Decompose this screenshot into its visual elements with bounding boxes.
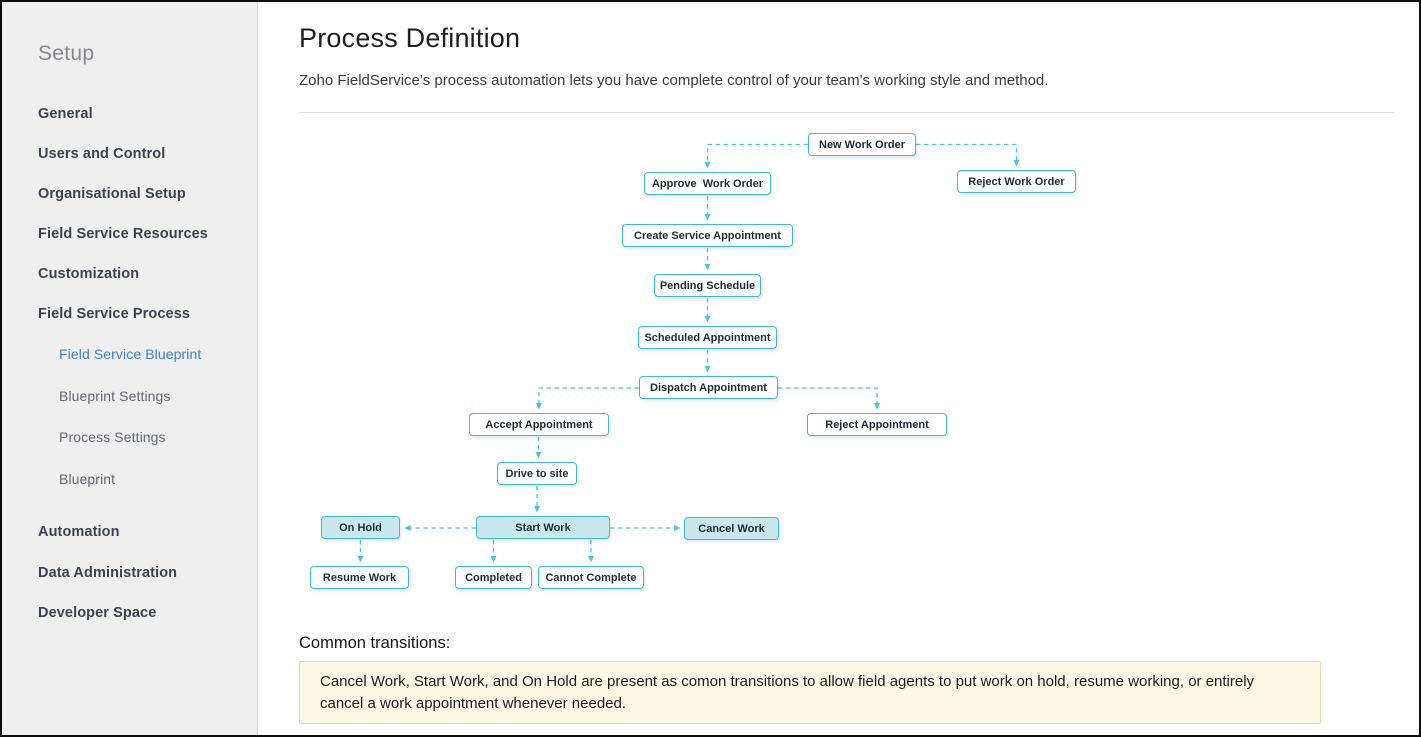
node-completed: Completed bbox=[455, 566, 532, 589]
common-transitions-note: Cancel Work, Start Work, and On Hold are… bbox=[299, 661, 1321, 724]
node-cannot-complete: Cannot Complete bbox=[538, 566, 644, 589]
sidebar-item-field-service-process[interactable]: Field Service Process bbox=[38, 306, 191, 322]
header-divider bbox=[299, 112, 1394, 113]
sidebar-item-customization[interactable]: Customization bbox=[38, 266, 140, 282]
sidebar-item-blueprint-settings[interactable]: Blueprint Settings bbox=[59, 388, 171, 404]
sidebar-item-field-service-blueprint[interactable]: Field Service Blueprint bbox=[59, 346, 202, 362]
sidebar-item-automation[interactable]: Automation bbox=[38, 524, 120, 540]
sidebar-item-developer-space[interactable]: Developer Space bbox=[38, 605, 157, 621]
node-pending-schedule: Pending Schedule bbox=[654, 274, 761, 297]
node-reject-appointment: Reject Appointment bbox=[807, 413, 947, 436]
node-create-service-appointment: Create Service Appointment bbox=[622, 224, 793, 247]
node-start-work: Start Work bbox=[476, 516, 610, 539]
page-title: Process Definition bbox=[299, 23, 521, 53]
node-scheduled-appointment: Scheduled Appointment bbox=[638, 326, 777, 349]
page-subtitle: Zoho FieldService's process automation l… bbox=[299, 72, 1049, 89]
node-new-work-order: New Work Order bbox=[808, 133, 916, 156]
node-reject-work-order: Reject Work Order bbox=[957, 170, 1076, 193]
node-resume-work: Resume Work bbox=[310, 566, 409, 589]
node-on-hold: On Hold bbox=[321, 516, 400, 539]
sidebar-item-users-and-control[interactable]: Users and Control bbox=[38, 146, 166, 162]
common-transitions-heading: Common transitions: bbox=[299, 634, 451, 652]
sidebar-item-data-administration[interactable]: Data Administration bbox=[38, 565, 178, 581]
node-cancel-work: Cancel Work bbox=[684, 517, 779, 540]
node-drive-to-site: Drive to site bbox=[497, 462, 577, 485]
sidebar-item-field-service-resources[interactable]: Field Service Resources bbox=[38, 226, 208, 242]
sidebar-item-organisational-setup[interactable]: Organisational Setup bbox=[38, 186, 186, 202]
node-approve-work-order: Approve Work Order bbox=[644, 172, 771, 195]
process-flowchart: New Work Order Approve Work Order Reject… bbox=[299, 120, 1394, 622]
sidebar-item-blueprint[interactable]: Blueprint bbox=[59, 471, 116, 487]
node-dispatch-appointment: Dispatch Appointment bbox=[639, 376, 778, 399]
sidebar-title: Setup bbox=[38, 42, 95, 65]
node-accept-appointment: Accept Appointment bbox=[469, 413, 609, 436]
sidebar-item-process-settings[interactable]: Process Settings bbox=[59, 429, 166, 445]
note-text: Cancel Work, Start Work, and On Hold are… bbox=[320, 673, 1255, 712]
main-content: Process Definition Zoho FieldService's p… bbox=[259, 2, 1419, 735]
flow-connectors bbox=[357, 143, 1020, 563]
sidebar-item-general[interactable]: General bbox=[38, 106, 93, 122]
setup-sidebar: Setup General Users and Control Organisa… bbox=[2, 2, 258, 735]
